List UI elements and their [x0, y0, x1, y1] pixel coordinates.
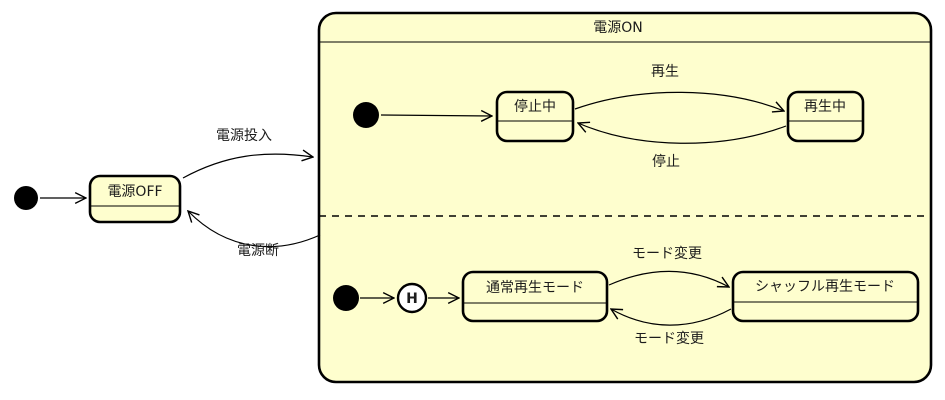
transition-label-mode-change-top: モード変更: [632, 245, 702, 262]
transition-label-stop: 停止: [652, 153, 680, 170]
state-playing: 再生中: [786, 90, 865, 143]
state-label: 通常再生モード: [486, 280, 584, 296]
history-pseudostate-icon: H: [396, 282, 428, 314]
transition-label-mode-change-bottom: モード変更: [634, 330, 704, 347]
transition-power-cut-arrow: [188, 211, 321, 248]
transition-initial-to-stopped: [380, 115, 492, 116]
transition-label-power-cut: 電源断: [237, 243, 279, 259]
state-label: 再生中: [804, 99, 846, 115]
transition-mode-change-bottom-arrow: [611, 309, 732, 326]
transition-stop-arrow: [578, 123, 787, 144]
initial-state-icon: [333, 285, 359, 311]
initial-state-icon: [14, 186, 38, 210]
state-power-off: 電源OFF: [88, 174, 182, 224]
state-stopped: 停止中: [495, 90, 575, 143]
transition-power-on-arrow: [182, 154, 313, 179]
transition-mode-change-top-arrow: [608, 270, 729, 287]
state-label: 停止中: [514, 98, 556, 115]
state-label: 電源OFF: [107, 184, 162, 200]
transition-label-play: 再生: [651, 64, 679, 80]
state-label: シャッフル再生モード: [755, 279, 895, 295]
composite-state-title: 電源ON: [593, 20, 643, 36]
transitions-layer: [40, 91, 787, 326]
composite-state-body: [317, 11, 933, 384]
history-label: H: [406, 291, 418, 307]
initial-state-icon: [353, 102, 379, 128]
state-shuffle-mode: シャッフル再生モード: [731, 270, 920, 323]
transition-label-power-on: 電源投入: [216, 128, 272, 144]
state-normal-mode: 通常再生モード: [461, 270, 609, 323]
transition-labels-layer: 電源投入 電源断 再生 停止 モード変更 モード変更: [216, 64, 704, 347]
transition-play-arrow: [574, 91, 784, 111]
composite-state-power-on: 電源ON: [317, 11, 933, 384]
